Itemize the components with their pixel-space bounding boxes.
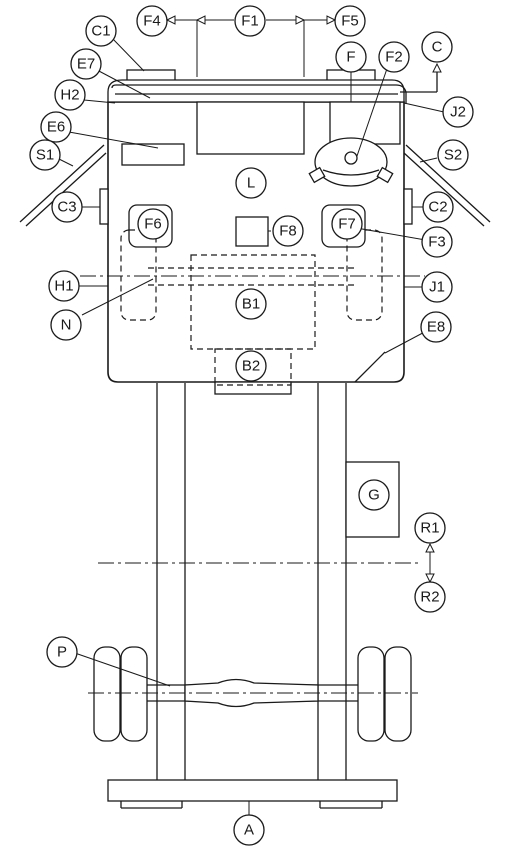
engine-area [190,254,316,350]
rear-wheels-left [93,646,148,742]
label-c3: C3 [51,191,83,223]
label-j2: J2 [442,96,474,128]
label-s2: S2 [437,139,469,171]
label-f5-text: F5 [341,13,359,30]
side-tab-left [99,188,109,225]
dimension-f1 [165,15,337,77]
frame-rails [156,383,347,780]
rear-base [107,779,398,809]
label-n-text: N [61,317,72,334]
label-c1-text: C1 [91,23,110,40]
label-l-text: L [247,175,255,192]
label-f7: F7 [331,208,363,240]
label-f1: F1 [234,5,266,37]
label-c-text: C [432,39,443,56]
label-e6-text: E6 [47,119,65,136]
steering-wheel [308,137,394,187]
side-tab-right [403,188,413,225]
label-f2-text: F2 [385,49,403,66]
arrows-r [425,542,435,584]
label-j2-text: J2 [450,104,466,121]
cab-front [107,69,438,155]
front-axle [80,267,425,286]
label-j1: J1 [421,271,453,303]
label-n: N [50,309,82,341]
label-h1-text: H1 [54,278,73,295]
label-a: A [233,814,265,846]
label-f8-text: F8 [279,223,297,240]
label-e8-text: E8 [427,319,445,336]
label-s1-text: S1 [36,147,54,164]
label-r1-text: R1 [420,520,439,537]
label-r2: R2 [414,581,446,613]
label-f: F [335,41,367,73]
label-b2-text: B2 [242,358,260,375]
label-l: L [235,167,267,199]
label-r2-text: R2 [420,589,439,606]
rear-wheels-right [357,646,412,742]
label-c2: C2 [422,191,454,223]
label-f5: F5 [334,5,366,37]
label-c2-text: C2 [428,199,447,216]
label-g-text: G [368,487,380,504]
label-f3: F3 [421,226,453,258]
label-c1: C1 [85,15,117,47]
cab-rear-extension [214,381,292,395]
label-f1-text: F1 [241,13,259,30]
label-b2: B2 [235,350,267,382]
label-f6-text: F6 [144,216,162,233]
arrow-c [432,62,442,73]
label-f4-text: F4 [143,13,161,30]
label-e7-text: E7 [77,56,95,73]
label-a-text: A [244,822,254,839]
label-s2-text: S2 [444,147,462,164]
label-f8: F8 [272,215,304,247]
label-f7-text: F7 [338,216,356,233]
label-f3-text: F3 [428,234,446,251]
rear-axle [88,678,418,708]
label-f4: F4 [136,5,168,37]
label-e8: E8 [420,311,452,343]
label-f2: F2 [378,41,410,73]
label-h2: H2 [54,79,86,111]
label-h1: H1 [48,270,80,302]
label-b1-text: B1 [242,296,260,313]
mirror-left [19,144,107,227]
label-p: P [46,636,78,668]
transmission-area [214,348,292,386]
label-e7: E7 [70,48,102,80]
label-p-text: P [57,644,67,661]
label-j1-text: J1 [429,279,445,296]
box-f8 [235,216,269,247]
box-e6 [121,143,185,166]
label-f-text: F [346,49,355,66]
mirror-right [403,144,491,227]
label-c3-text: C3 [57,199,76,216]
label-h2-text: H2 [60,87,79,104]
label-r1: R1 [414,512,446,544]
label-c: C [421,31,453,63]
label-s1: S1 [29,139,61,171]
label-b1: B1 [235,288,267,320]
label-e6: E6 [40,111,72,143]
label-g: G [358,479,390,511]
label-f6: F6 [137,208,169,240]
